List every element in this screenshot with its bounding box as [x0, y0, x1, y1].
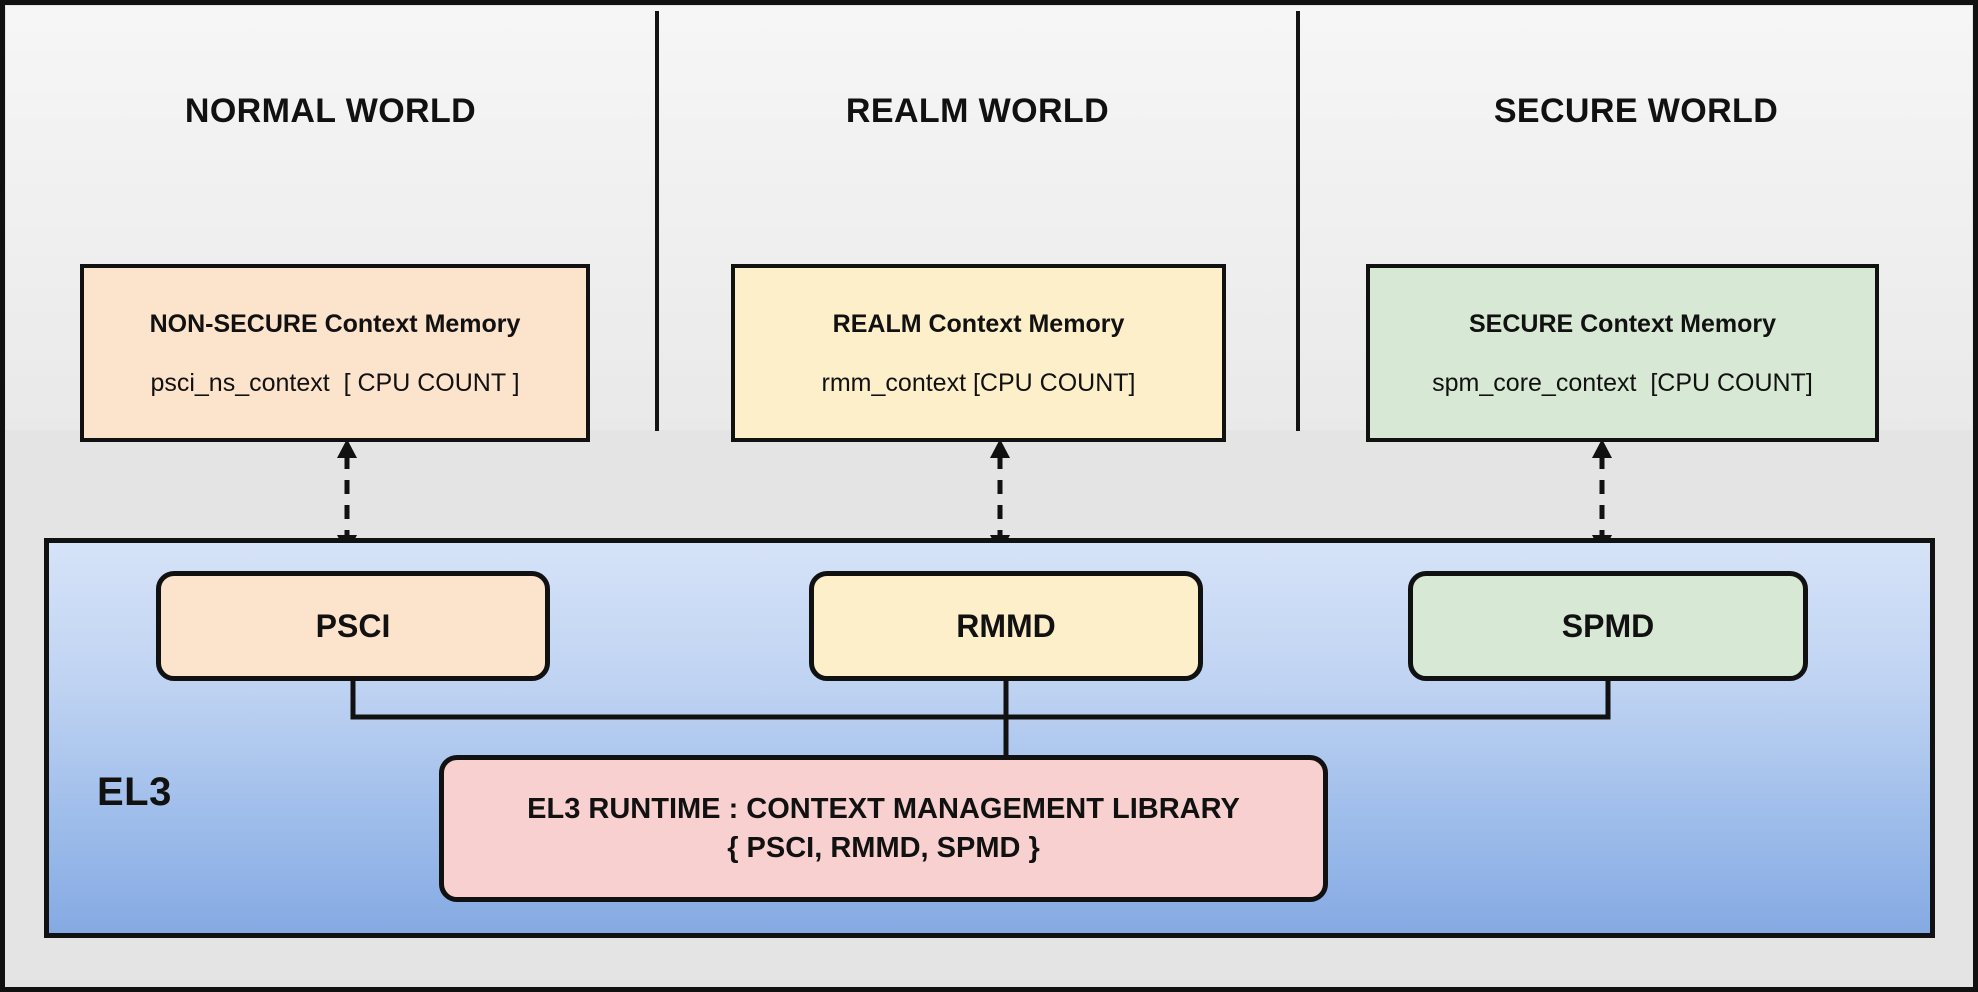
world-title-normal: NORMAL WORLD	[184, 92, 477, 130]
context-memory-code-secure: spm_core_context [CPU COUNT]	[1432, 368, 1813, 397]
context-memory-title-secure: SECURE Context Memory	[1469, 309, 1776, 338]
worlds-strip: NORMAL WORLD NON-SECURE Context Memory p…	[6, 6, 1972, 442]
el3-label: EL3	[97, 770, 172, 814]
dashed-arrow-secure-to-spmd	[1592, 439, 1612, 554]
world-divider-realm-secure	[1296, 11, 1300, 431]
dashed-arrow-non-secure-to-psci	[337, 439, 357, 554]
world-panel-secure: SECURE WORLD SECURE Context Memory spm_c…	[1300, 6, 1972, 442]
service-box-psci[interactable]: PSCI	[156, 571, 550, 681]
world-title-realm: REALM WORLD	[845, 92, 1110, 130]
world-title-secure: SECURE WORLD	[1493, 92, 1779, 130]
service-label-rmmd: RMMD	[956, 607, 1056, 644]
service-box-rmmd[interactable]: RMMD	[809, 571, 1203, 681]
world-divider-normal-realm	[655, 11, 659, 431]
context-memory-code-non-secure: psci_ns_context [ CPU COUNT ]	[150, 368, 520, 397]
context-memory-title-non-secure: NON-SECURE Context Memory	[149, 309, 521, 338]
world-panel-realm: REALM WORLD REALM Context Memory rmm_con…	[659, 6, 1296, 442]
runtime-library-line-2: { PSCI, RMMD, SPMD }	[727, 831, 1040, 864]
el3-panel: EL3 PSCI RMMD SPMD EL3 RUNTIME : CONTEXT…	[44, 538, 1935, 938]
context-memory-box-secure[interactable]: SECURE Context Memory spm_core_context […	[1366, 264, 1879, 442]
context-memory-title-realm: REALM Context Memory	[832, 309, 1125, 338]
el3-runtime-context-management-library-box[interactable]: EL3 RUNTIME : CONTEXT MANAGEMENT LIBRARY…	[439, 755, 1328, 902]
service-label-psci: PSCI	[315, 607, 391, 644]
runtime-library-line-1: EL3 RUNTIME : CONTEXT MANAGEMENT LIBRARY	[527, 793, 1240, 826]
service-box-spmd[interactable]: SPMD	[1408, 571, 1808, 681]
context-memory-code-realm: rmm_context [CPU COUNT]	[821, 368, 1136, 397]
context-memory-box-realm[interactable]: REALM Context Memory rmm_context [CPU CO…	[731, 264, 1226, 442]
dashed-arrow-realm-to-rmmd	[990, 439, 1010, 554]
context-memory-box-non-secure[interactable]: NON-SECURE Context Memory psci_ns_contex…	[80, 264, 590, 442]
world-panel-normal: NORMAL WORLD NON-SECURE Context Memory p…	[6, 6, 655, 442]
service-label-spmd: SPMD	[1561, 607, 1655, 644]
